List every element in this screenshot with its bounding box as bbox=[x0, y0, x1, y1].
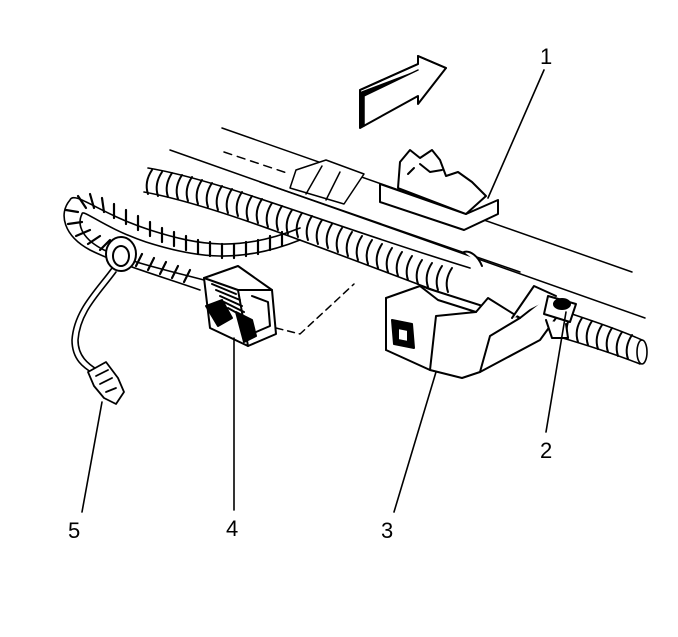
callout-labels: 1 2 3 4 5 bbox=[68, 44, 552, 543]
grommet bbox=[105, 236, 137, 272]
harness-connector bbox=[203, 265, 277, 347]
pigtail-connector bbox=[87, 361, 125, 405]
pigtail-wire bbox=[71, 267, 117, 375]
callout-2: 2 bbox=[540, 438, 552, 463]
leader-lines bbox=[81, 69, 567, 513]
leader-3 bbox=[393, 371, 437, 513]
harness-tape-wrap bbox=[289, 159, 365, 205]
callout-5: 5 bbox=[68, 518, 80, 543]
leader-1 bbox=[487, 69, 545, 199]
callout-1: 1 bbox=[540, 44, 552, 69]
retainer-bracket bbox=[379, 149, 499, 231]
connection-leader bbox=[275, 283, 355, 335]
callout-3: 3 bbox=[381, 518, 393, 543]
harness-loop bbox=[63, 192, 301, 291]
seat-module bbox=[385, 250, 557, 379]
callout-4: 4 bbox=[226, 516, 238, 541]
leader-5 bbox=[81, 401, 103, 513]
forward-arrow-icon bbox=[359, 55, 447, 129]
leader-2 bbox=[545, 311, 567, 433]
